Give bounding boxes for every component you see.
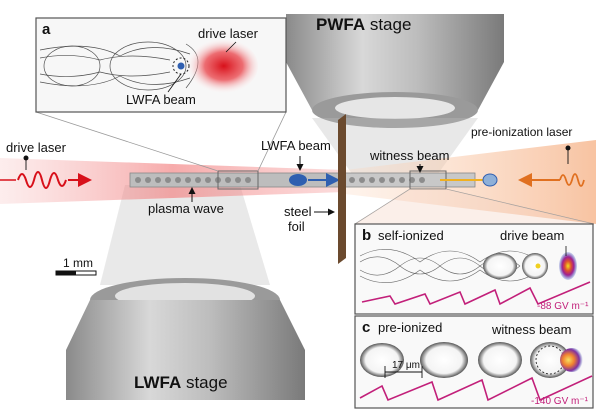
pwfa-stage: PWFA stage [286,14,504,178]
lwfa-beam-label: LWFA beam [261,138,331,153]
steel-foil [338,114,346,264]
panel-a-drive-laser-spot [182,38,258,94]
panel-b-field-label: -88 GV m⁻¹ [537,301,589,312]
panel-c-field-label: -140 GV m⁻¹ [531,396,589,407]
drive-laser-label: drive laser [6,140,67,155]
panel-b-field-line [361,281,591,306]
witness-beam-blob [482,173,498,187]
lwfa-beam-blob [289,174,307,186]
panel-c-field-line [359,375,593,402]
steel-foil-label-line2: foil [288,219,305,234]
preionization-laser-label: pre-ionization laser [471,125,572,139]
panel-a: a drive laser LWFA beam [35,17,287,113]
panel-c-witness-beam-label: witness beam [491,322,571,337]
pwfa-stage-label: PWFA stage [316,15,411,34]
steel-foil-label-line1: steel [284,204,312,219]
panel-c-scale-label: 17 μm [392,360,420,371]
plasma-wave-pattern [135,177,425,183]
plasma-wave-label: plasma wave [148,201,224,216]
scale-bar: 1 mm [55,256,97,276]
drive-laser-pulse [17,171,67,189]
panel-c-letter: c [362,319,370,336]
panel-b-drive-beam-label: drive beam [500,228,564,243]
witness-beam-label: witness beam [369,148,449,163]
callout-lines [35,111,595,225]
scale-bar-label: 1 mm [63,256,93,270]
panel-b-letter: b [362,227,371,244]
panel-b-title: self-ionized [378,228,444,243]
panel-c-witness-beam [560,348,584,372]
preionization-laser-pulse [559,173,585,187]
panel-a-drive-laser-label: drive laser [198,26,259,41]
panel-a-letter: a [42,21,51,38]
lwfa-stage: LWFA stage [66,185,305,400]
panel-a-lwfa-beam-spot [177,62,185,70]
lwfa-stage-label: LWFA stage [134,373,228,392]
panel-a-lwfa-beam-label: LWFA beam [126,92,196,107]
panel-c-title: pre-ionized [378,320,442,335]
panel-b: b self-ionized drive beam -88 GV m⁻¹ [354,223,594,315]
panel-c: c pre-ionized witness beam 17 μm -140 GV… [354,315,594,409]
panel-b-drive-beam [559,252,577,280]
